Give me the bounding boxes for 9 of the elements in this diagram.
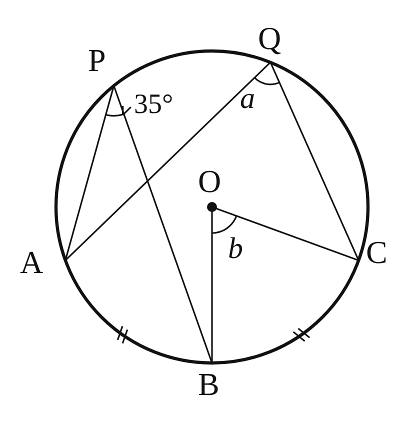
point-label: O: [198, 165, 222, 197]
angle-label: a: [240, 84, 255, 114]
point-label: A: [20, 246, 44, 278]
point-label: C: [366, 236, 388, 268]
point-label: 35°: [134, 91, 174, 119]
point-label: P: [88, 44, 106, 76]
point-label: B: [198, 368, 220, 400]
point-label: Q: [258, 22, 282, 54]
angle-label: b: [228, 234, 243, 264]
